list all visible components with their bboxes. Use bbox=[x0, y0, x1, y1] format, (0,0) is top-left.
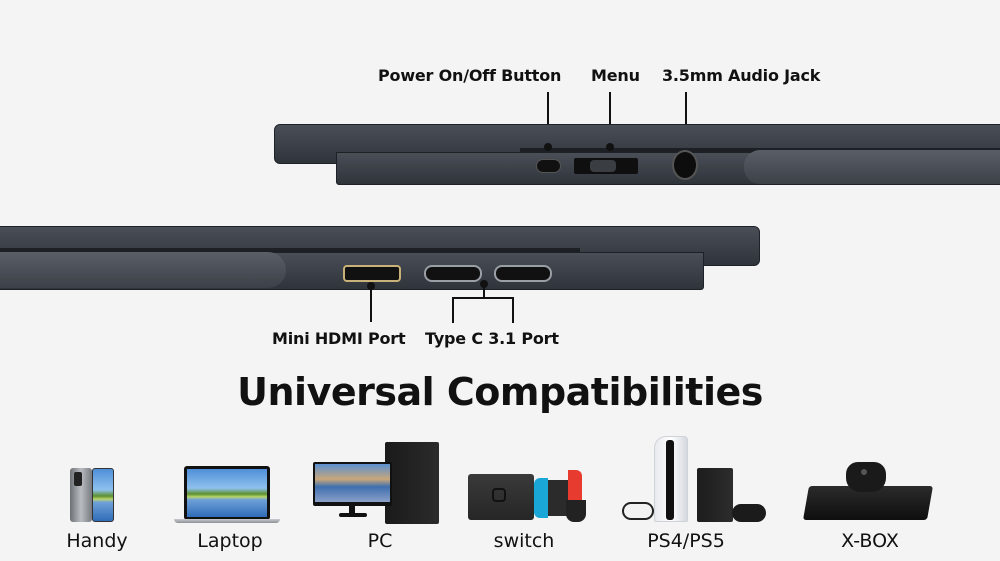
audio-jack-label: 3.5mm Audio Jack bbox=[662, 66, 821, 85]
typec-bracket bbox=[452, 297, 514, 299]
power-dot bbox=[544, 143, 552, 151]
type-c-label: Type C 3.1 Port bbox=[425, 329, 559, 348]
device-label-handy: Handy bbox=[66, 530, 128, 552]
power-button[interactable] bbox=[536, 159, 561, 173]
nintendo-switch-icon bbox=[468, 470, 586, 522]
smartphone-icon bbox=[70, 468, 116, 524]
typec-bracket-right bbox=[512, 297, 514, 323]
device-label-pc: PC bbox=[367, 530, 393, 552]
audio-leader-line bbox=[685, 92, 687, 147]
mini-hdmi-label: Mini HDMI Port bbox=[272, 329, 406, 348]
type-c-port-2[interactable] bbox=[494, 265, 552, 282]
xbox-icon bbox=[803, 456, 933, 524]
device-label-laptop: Laptop bbox=[197, 530, 263, 552]
section-title: Universal Compatibilities bbox=[237, 370, 763, 414]
device-label-switch: switch bbox=[493, 530, 555, 552]
monitor-groove-bottom bbox=[0, 248, 580, 254]
laptop-icon bbox=[174, 466, 280, 524]
typec-bracket-left bbox=[452, 297, 454, 323]
playstation-icon bbox=[622, 436, 768, 524]
device-label-ps4-ps5: PS4/PS5 bbox=[647, 530, 725, 552]
power-button-label: Power On/Off Button bbox=[378, 66, 562, 85]
device-label-xbox: X-BOX bbox=[841, 530, 899, 552]
menu-label: Menu bbox=[591, 66, 640, 85]
kickstand-hinge bbox=[744, 150, 1000, 184]
hdmi-leader-line bbox=[370, 286, 372, 322]
menu-leader-line bbox=[609, 92, 611, 147]
audio-jack[interactable] bbox=[672, 150, 698, 180]
typec-leader-stem bbox=[483, 284, 485, 298]
desktop-pc-icon bbox=[313, 442, 440, 524]
power-leader-line bbox=[547, 92, 549, 147]
type-c-port-1[interactable] bbox=[424, 265, 482, 282]
menu-dial[interactable] bbox=[574, 158, 638, 174]
kickstand-hinge-bottom bbox=[0, 252, 286, 288]
mini-hdmi-port[interactable] bbox=[343, 265, 401, 282]
menu-dot bbox=[606, 143, 614, 151]
